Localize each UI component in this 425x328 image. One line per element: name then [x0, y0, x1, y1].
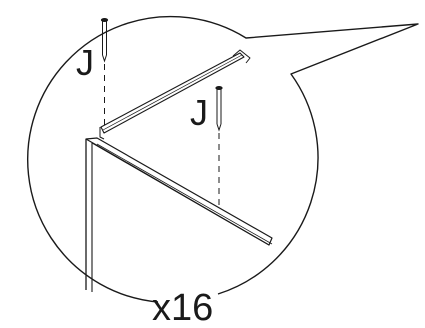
- quantity-label: x16: [152, 287, 213, 328]
- part-label-j-top: J: [76, 42, 94, 83]
- nail-j-right: [215, 86, 223, 132]
- callout-bubble: [27, 15, 419, 303]
- panel: [85, 137, 273, 292]
- nail-j-top: [100, 17, 109, 63]
- rear-rail: [99, 49, 251, 140]
- part-label-j-right: J: [190, 92, 208, 133]
